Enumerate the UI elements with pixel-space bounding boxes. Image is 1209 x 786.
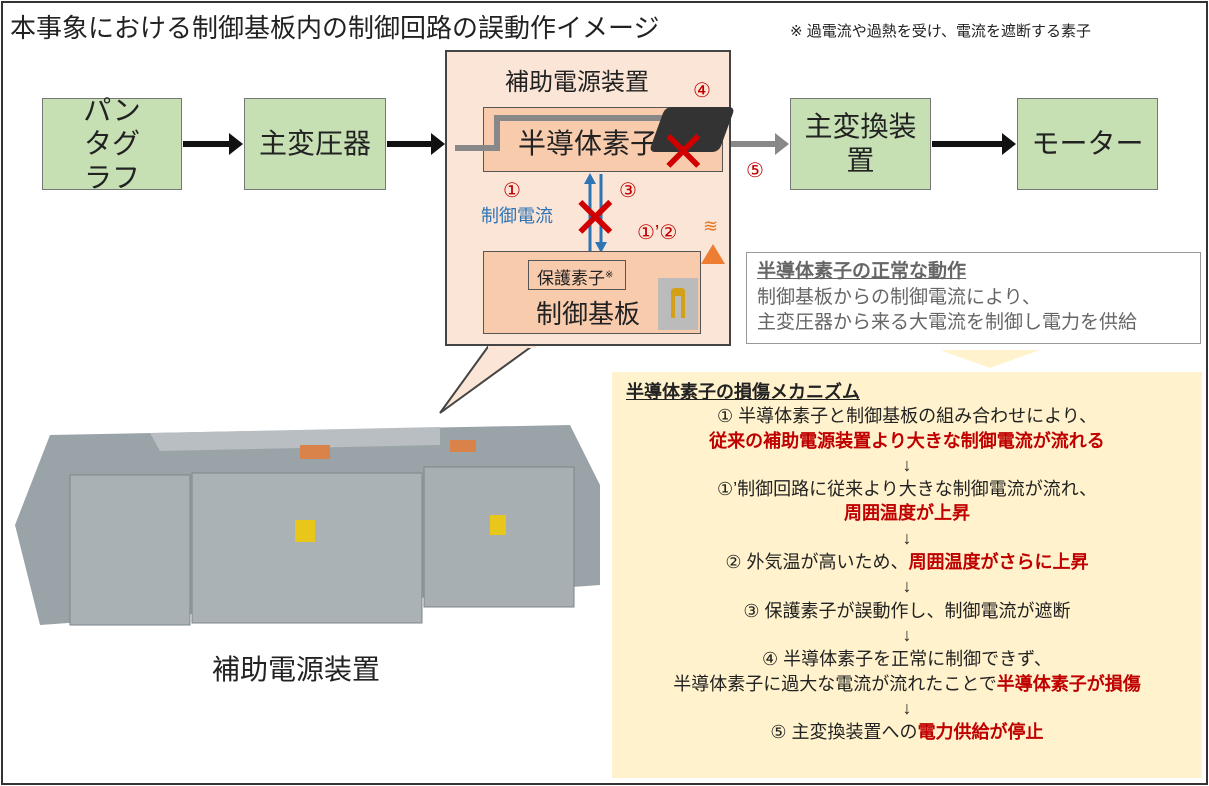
protection-element-label: 保護素子 (537, 269, 605, 288)
down-arrow-icon: ↓ (902, 454, 912, 475)
block-motor: モーター (1017, 98, 1158, 190)
block-converter: 主変換装置 (790, 98, 931, 190)
label-4: ④ (693, 80, 711, 102)
mechanism-title: 半導体素子の損傷メカニズム (626, 382, 860, 402)
down-arrow-icon: ↓ (902, 624, 912, 645)
cross-mark-icon: ✕ (659, 120, 708, 185)
block-transformer: 主変圧器 (244, 98, 386, 190)
step-1prime: ①’制御回路に従来より大きな制御電流が流れ、 (717, 479, 1097, 500)
label-1prime-2: ①’② (637, 222, 678, 244)
down-arrow-icon: ↓ (902, 697, 912, 718)
mechanism-box: 半導体素子の損傷メカニズム ① 半導体素子と制御基板の組み合わせにより、 従来の… (612, 372, 1202, 778)
normal-operation-box: 半導体素子の正常な動作 制御基板からの制御電流により、 主変圧器から来る大電流を… (746, 252, 1201, 344)
note-mark: ※ (605, 269, 614, 281)
step-4-highlight: 半導体素子が損傷 (996, 673, 1141, 694)
warning-temperature-icon (701, 244, 725, 264)
down-arrow-icon: ↓ (902, 576, 912, 597)
footnote: ※ 過電流や過熱を受け、電流を遮断する素子 (790, 23, 1091, 40)
step-2-text: ② 外気温が高いため、 (725, 552, 909, 573)
protection-element-box: 保護素子※ (528, 260, 626, 290)
control-board-label: 制御基板 (536, 299, 641, 329)
step-3: ③ 保護素子が誤動作し、制御電流が遮断 (743, 600, 1071, 621)
bidirectional-arrow-icon (584, 173, 607, 253)
step-4-line2: 半導体素子に過大な電流が流れたことで半導体素子が損傷 (622, 672, 1192, 696)
control-board-box: 保護素子※ 制御基板 (483, 251, 701, 334)
arrow-icon (932, 133, 1016, 155)
step-1prime-highlight: 周囲温度が上昇 (844, 503, 970, 524)
step-5: ⑤ 主変換装置への電力供給が停止 (622, 720, 1192, 744)
arrow-icon (183, 133, 243, 155)
step-1-highlight: 従来の補助電源装置より大きな制御電流が流れる (709, 430, 1105, 451)
arrow-icon (387, 133, 445, 155)
aux-power-unit-box: 補助電源装置 半導体素子 ✕ ④ ① 制御電流 ③ ✕ ①’② ≋ 保護素子※ … (445, 50, 736, 346)
step-4-text: 半導体素子に過大な電流が流れたことで (673, 673, 997, 694)
step-5-text: ⑤ 主変換装置への (770, 722, 918, 743)
label-1: ① (503, 180, 521, 202)
aux-power-title: 補助電源装置 (505, 69, 649, 96)
step-4: ④ 半導体素子を正常に制御できず、 (762, 649, 1052, 670)
step-2-highlight: 周囲温度がさらに上昇 (908, 552, 1089, 573)
cross-mark-icon: ✕ (571, 186, 620, 251)
step-2: ② 外気温が高いため、周囲温度がさらに上昇 (622, 550, 1192, 574)
fuse-photo (658, 278, 698, 330)
normal-title: 半導体素子の正常な動作 (757, 261, 967, 282)
slide-title: 本事象における制御基板内の制御回路の誤動作イメージ (10, 13, 660, 43)
down-arrow-icon: ↓ (902, 527, 912, 548)
label-5: ⑤ (746, 160, 764, 182)
step-1: ① 半導体素子と制御基板の組み合わせにより、 (716, 406, 1098, 427)
normal-line: 制御基板からの制御電流により、 (757, 286, 1041, 308)
heat-waves-icon: ≋ (703, 216, 719, 236)
down-chevron-icon (940, 350, 1040, 368)
semiconductor-label: 半導体素子 (518, 128, 659, 159)
normal-line: 主変圧器から来る大電流を制御し電力を供給 (757, 312, 1138, 334)
label-3: ③ (619, 180, 637, 202)
block-pantograph: パンタグラフ (42, 95, 182, 193)
photo-caption: 補助電源装置 (212, 654, 381, 685)
step-5-highlight: 電力供給が停止 (917, 722, 1044, 743)
arrow-icon (731, 133, 789, 155)
aux-power-unit-photo (15, 425, 600, 626)
control-current-label: 制御電流 (481, 206, 553, 226)
